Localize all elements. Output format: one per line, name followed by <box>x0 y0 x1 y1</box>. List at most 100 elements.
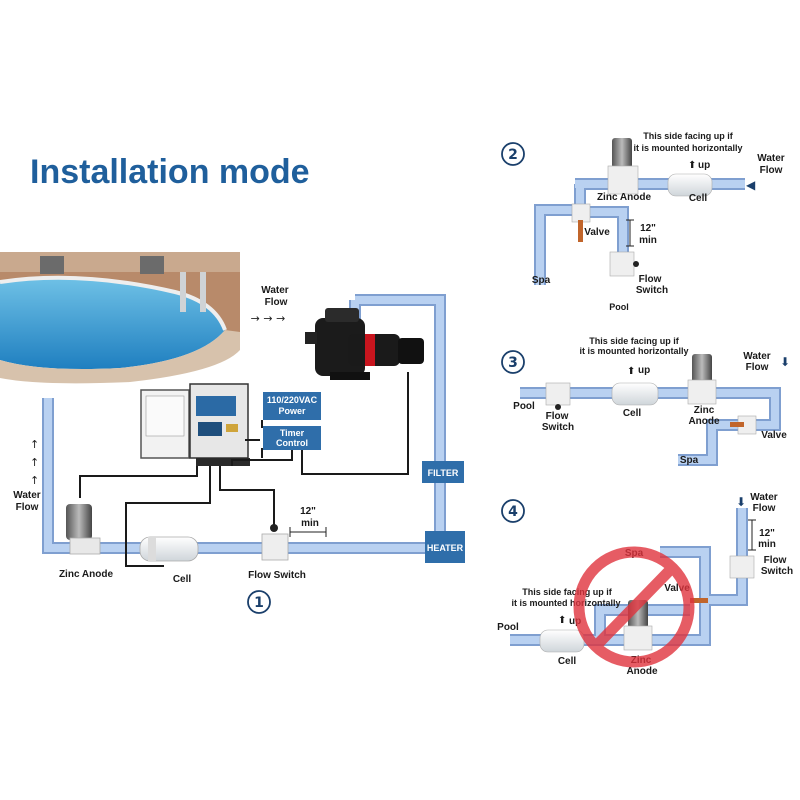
zinc-anode-label-2: Zinc Anode <box>597 192 652 203</box>
note-4b: it is mounted horizontally <box>511 598 620 608</box>
step-number-circle <box>501 350 525 374</box>
step-number-circle <box>247 590 271 614</box>
up-arrow-icon: ⬆ <box>688 160 696 171</box>
zinc-anode-label-3a: Zinc <box>694 405 715 416</box>
note-2a: This side facing up if <box>643 131 734 141</box>
heater-box <box>425 531 465 563</box>
flow-switch-label-1: Flow Switch <box>248 570 306 581</box>
valve-label-3: Valve <box>761 430 787 441</box>
pool-label-2: Pool <box>609 302 629 312</box>
panel-1: 110/220VAC Power Timer Control FILTER HE… <box>0 252 465 614</box>
valve-label-2: Valve <box>584 227 610 238</box>
up-label-3: up <box>638 365 650 376</box>
flow-switch-label-3a: Flow <box>546 411 569 422</box>
panel-4: This side facing up if it is mounted hor… <box>497 492 793 677</box>
zinc-anode-label-4b: Anode <box>626 666 658 677</box>
flow-switch-1 <box>261 524 289 561</box>
step-number-circle <box>501 142 525 166</box>
zinc-anode-label-3b: Anode <box>688 416 720 427</box>
timer-box-line1: Timer <box>280 428 305 438</box>
arrow-left-icon: ◀ <box>746 178 756 192</box>
filter-label: FILTER <box>428 468 459 478</box>
panel-3: This side facing up if it is mounted hor… <box>501 336 790 466</box>
arrow-up-icon: ↑ <box>30 456 39 469</box>
timer-box <box>263 426 321 450</box>
arrow-up-icon: ↑ <box>30 438 39 451</box>
zinc-anode-label-1: Zinc Anode <box>59 569 114 580</box>
arrow-down-icon: ⬇ <box>736 495 746 509</box>
filter-box <box>422 461 464 483</box>
spa-label-3: Spa <box>680 455 699 466</box>
flow-switch-label-2a: Flow <box>639 274 662 285</box>
flow-switch-label-3b: Switch <box>542 422 574 433</box>
step-number-2: 2 <box>508 147 518 163</box>
power-box-line1: 110/220VAC <box>267 395 318 405</box>
heater-label: HEATER <box>427 543 464 553</box>
flow-switch-label-4a: Flow <box>764 555 787 566</box>
up-arrow-icon: ⬆ <box>627 366 635 377</box>
step-number-4: 4 <box>508 504 518 520</box>
min-label-1b: min <box>301 518 319 529</box>
up-label-2: up <box>698 160 710 171</box>
cell-3 <box>611 382 659 406</box>
arrows-right-icon: → → → <box>251 312 286 325</box>
note-2b: it is mounted horizontally <box>633 143 742 153</box>
up-arrow-icon: ⬆ <box>558 615 566 626</box>
flow-switch-4 <box>729 555 755 579</box>
cell-label-3: Cell <box>623 408 642 419</box>
water-flow-top-2: Flow <box>265 297 288 308</box>
valve-label-4: Valve <box>664 583 690 594</box>
cell-label-1: Cell <box>173 574 192 585</box>
water-flow-left-1: Water <box>13 490 41 501</box>
cell-4 <box>539 629 585 653</box>
water-flow-2a: Water <box>757 153 785 164</box>
water-flow-4a: Water <box>750 492 778 503</box>
min-label-2b: min <box>639 235 657 246</box>
power-box <box>263 392 321 420</box>
note-4a: This side facing up if <box>522 587 613 597</box>
water-flow-3b: Flow <box>746 362 769 373</box>
water-flow-top-1: Water <box>261 285 289 296</box>
up-label-4: up <box>569 616 581 627</box>
panel-2: This side facing up if it is mounted hor… <box>501 131 785 312</box>
flow-switch-3 <box>545 382 571 406</box>
water-flow-3a: Water <box>743 351 771 362</box>
zinc-anode-3 <box>687 354 717 405</box>
cell-1 <box>139 536 199 562</box>
flow-switch-label-2b: Switch <box>636 285 668 296</box>
prohibited-icon <box>573 546 695 668</box>
min-label-2a: 12" <box>640 223 656 234</box>
water-flow-4b: Flow <box>753 503 776 514</box>
valve-2 <box>571 203 591 223</box>
water-flow-left-2: Flow <box>16 502 39 513</box>
min-label-1a: 12" <box>300 506 316 517</box>
cell-label-2: Cell <box>689 193 708 204</box>
zinc-anode-1 <box>66 504 101 555</box>
cell-2 <box>667 173 713 197</box>
controller-box <box>140 383 250 466</box>
water-flow-2b: Flow <box>760 165 783 176</box>
step-number-3: 3 <box>508 355 518 371</box>
min-label-4b: min <box>758 539 776 550</box>
zinc-anode-4 <box>623 600 653 651</box>
arrow-up-icon: ↑ <box>30 474 39 487</box>
valve-handle-3 <box>730 422 744 427</box>
valve-handle-2 <box>578 220 583 242</box>
pool-label-3: Pool <box>513 401 535 412</box>
wires <box>79 372 409 567</box>
flow-switch-label-4b: Switch <box>761 566 793 577</box>
pump <box>305 308 424 380</box>
min-label-4a: 12" <box>759 528 775 539</box>
step-number-1: 1 <box>254 595 264 611</box>
page-title: Installation mode <box>30 153 310 191</box>
zinc-anode-2 <box>607 138 639 195</box>
note-3a: This side facing up if <box>589 336 680 346</box>
pool-photo <box>0 252 240 384</box>
note-3b: it is mounted horizontally <box>579 346 688 356</box>
power-box-line2: Power <box>278 406 306 416</box>
spa-label-2: Spa <box>532 275 551 286</box>
pool-label-4: Pool <box>497 622 519 633</box>
step-number-circle <box>501 499 525 523</box>
flow-switch-2 <box>609 251 635 277</box>
